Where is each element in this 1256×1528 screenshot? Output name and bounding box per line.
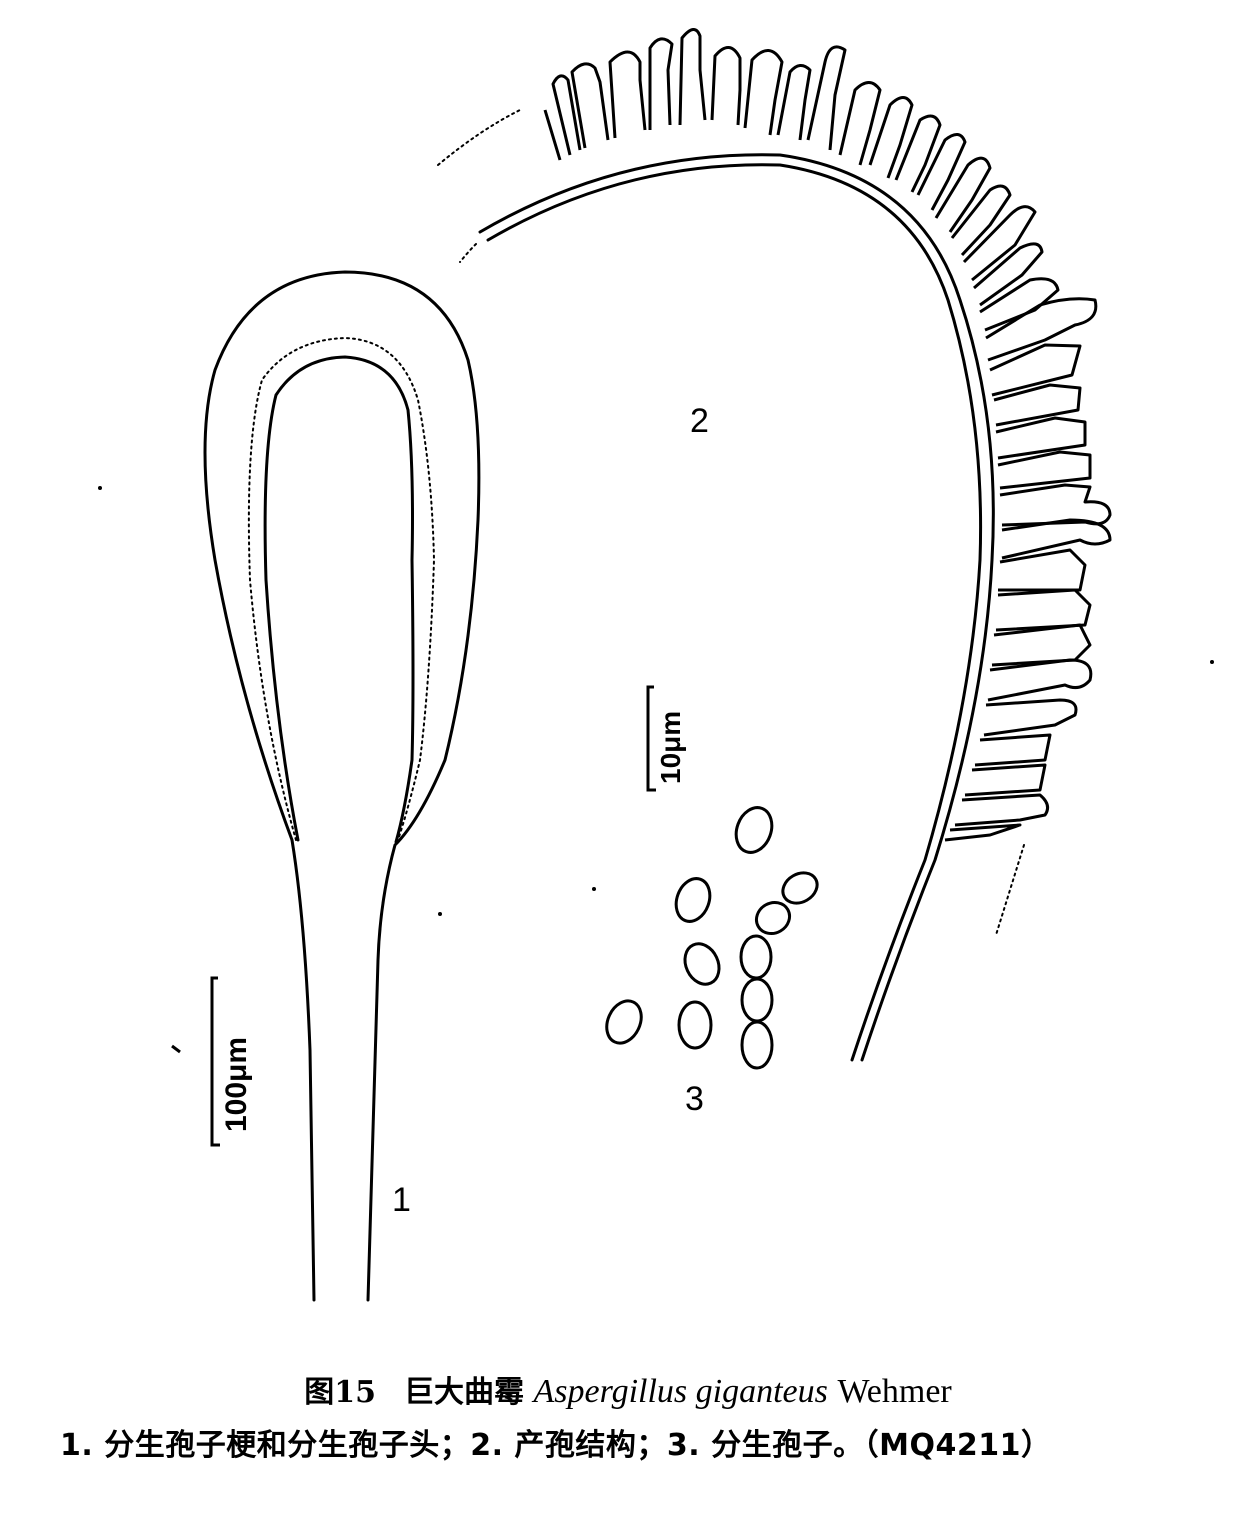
vesicle-wall-drawing: [437, 109, 1025, 1062]
figure-caption-title: 图15 巨大曲霉 Aspergillus giganteus Wehmer: [0, 1372, 1256, 1413]
speck: [592, 887, 596, 891]
figure-caption-legend: 1. 分生孢子梗和分生孢子头；2. 产孢结构；3. 分生孢子。（MQ4211）: [60, 1428, 1052, 1463]
scale-bar-10um-label: 10μm: [655, 710, 686, 784]
scale-bar-100um: [210, 976, 220, 1147]
conidiophore-drawing: [203, 270, 481, 1302]
species-author: Wehmer: [837, 1373, 952, 1410]
panel-label-1: 1: [392, 1181, 411, 1219]
chinese-species-name: 巨大曲霉: [403, 1375, 524, 1410]
scale-bar-100um-label: 100μm: [220, 1036, 253, 1132]
scale-bar-10um: [646, 685, 656, 792]
panel-label-2: 2: [690, 402, 709, 440]
panel-label-3: 3: [685, 1080, 704, 1118]
illustration: [98, 28, 1214, 1302]
figure-number: 图15: [304, 1375, 376, 1410]
scientific-name: Aspergillus giganteus: [533, 1373, 828, 1410]
conidia-drawing: [605, 806, 819, 1070]
phialides-drawing: [543, 28, 1112, 842]
